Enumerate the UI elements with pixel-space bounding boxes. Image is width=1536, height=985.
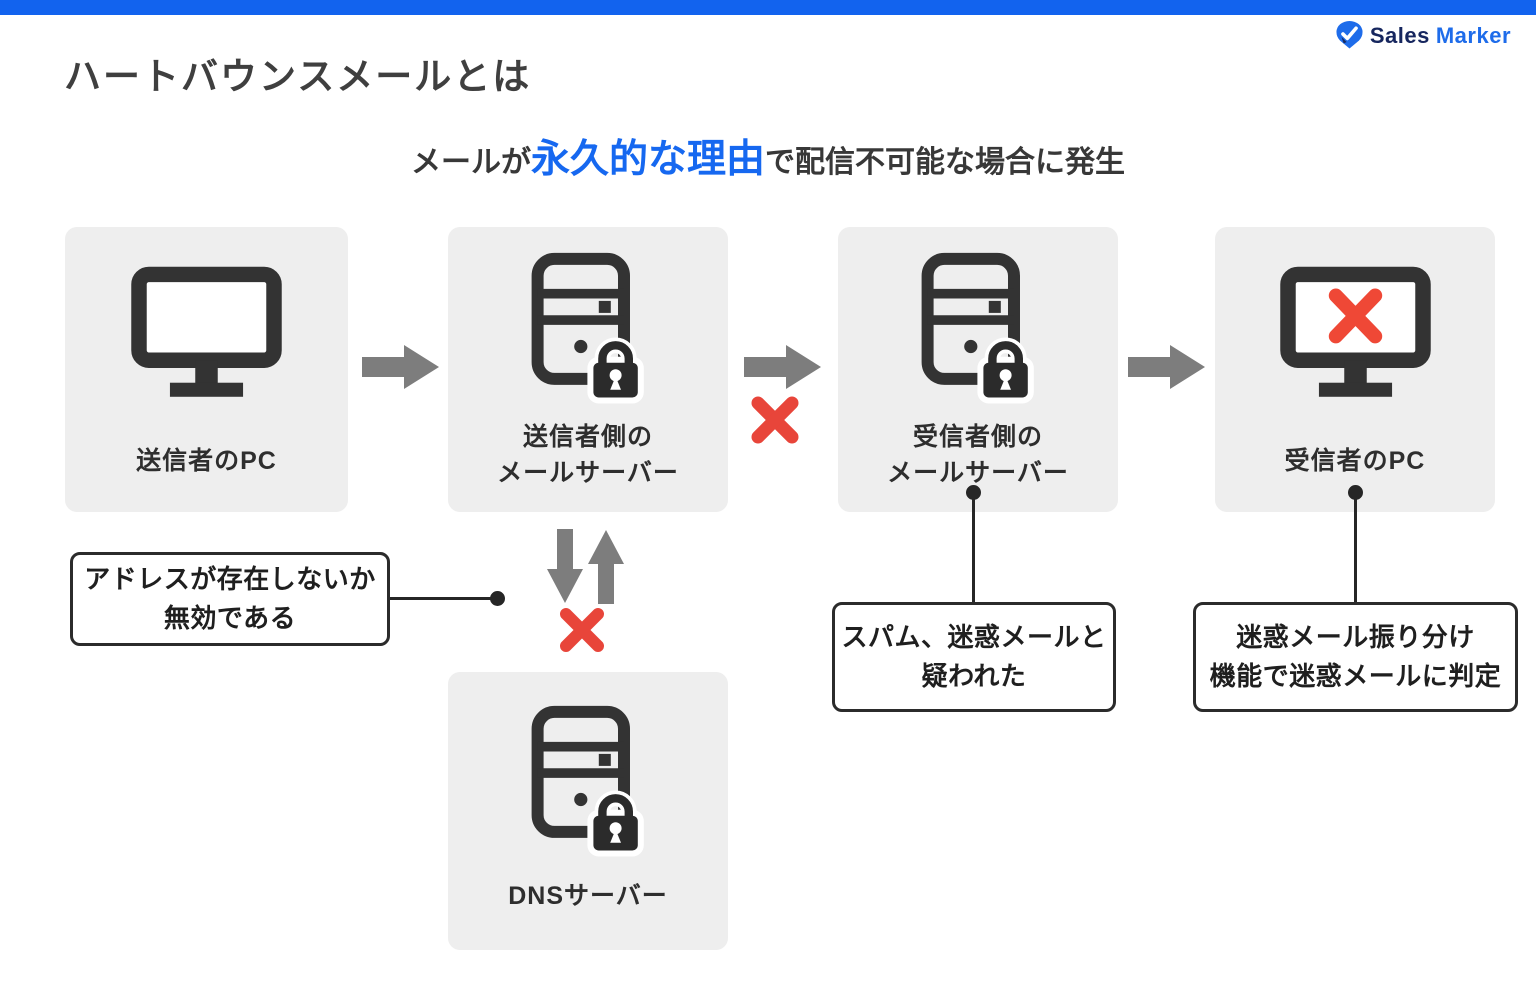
subtitle-post: で配信不可能な場合に発生 — [765, 146, 1125, 179]
arrow-right-icon — [1128, 345, 1205, 389]
node-label: 受信者のPC — [1284, 447, 1426, 475]
monitor-icon — [129, 263, 284, 403]
node-sender-pc: 送信者のPC — [65, 227, 348, 512]
node-receiver-mail-server: 受信者側のメールサーバー — [838, 227, 1118, 512]
arrow-right-icon — [744, 345, 821, 389]
page-title: ハートバウンスメールとは — [64, 56, 532, 97]
callout-line1: アドレスが存在しないか — [84, 564, 376, 594]
connector-dot — [490, 591, 505, 606]
node-label-line2: メールサーバー — [887, 459, 1069, 488]
callout-line2: 疑われた — [921, 661, 1027, 691]
server-lock-icon — [528, 705, 648, 856]
top-accent-bar — [0, 0, 1536, 15]
server-lock-icon — [918, 252, 1038, 403]
subtitle-highlight: 永久的な理由 — [530, 138, 765, 181]
server-lock-icon — [528, 252, 648, 403]
monitor-error-icon — [1278, 263, 1433, 403]
callout-spam-suspected: スパム、迷惑メールと 疑われた — [832, 602, 1116, 712]
node-label-line1: 受信者側の — [912, 423, 1043, 451]
subtitle-pre: メールが — [410, 146, 531, 179]
connector-line — [390, 597, 497, 600]
callout-junk-filter: 迷惑メール振り分け 機能で迷惑メールに判定 — [1193, 602, 1518, 712]
subtitle: メールが永久的な理由で配信不可能な場合に発生 — [0, 128, 1536, 184]
brand-word-marker: Marker — [1435, 22, 1511, 48]
node-label: 送信者側のメールサーバー — [497, 419, 679, 492]
node-label: 送信者のPC — [136, 447, 277, 475]
callout-address-invalid: アドレスが存在しないか 無効である — [70, 552, 390, 646]
node-label: DNSサーバー — [508, 882, 668, 910]
node-dns-server: DNSサーバー — [448, 672, 728, 950]
node-label: 受信者側のメールサーバー — [887, 419, 1069, 492]
arrow-up-icon — [588, 530, 624, 604]
callout-line2: 無効である — [163, 603, 297, 633]
arrow-down-icon — [547, 529, 583, 603]
callout-line2: 機能で迷惑メールに判定 — [1209, 661, 1502, 691]
brand-word-sales: Sales — [1369, 22, 1430, 48]
connector-line — [1354, 492, 1357, 602]
arrow-right-icon — [362, 345, 439, 389]
cross-icon — [560, 608, 604, 652]
node-receiver-pc: 受信者のPC — [1215, 227, 1495, 512]
node-sender-mail-server: 送信者側のメールサーバー — [448, 227, 728, 512]
callout-line1: スパム、迷惑メールと — [841, 622, 1107, 652]
cross-icon — [751, 396, 799, 444]
callout-line1: 迷惑メール振り分け — [1236, 622, 1475, 652]
salesmarker-pin-check-icon — [1336, 21, 1363, 49]
connector-line — [972, 492, 975, 602]
node-label-line2: メールサーバー — [497, 459, 679, 488]
node-label-line1: 送信者側の — [522, 423, 653, 451]
